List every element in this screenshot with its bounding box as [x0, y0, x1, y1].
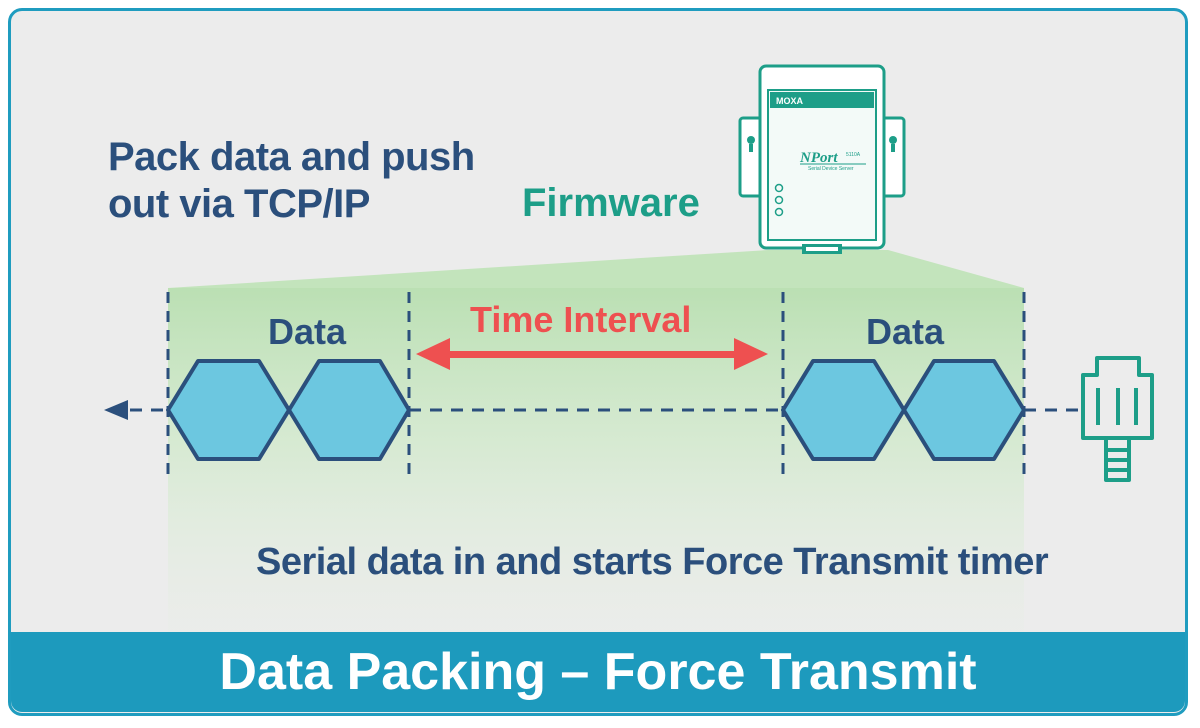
output-arrow-icon — [104, 400, 128, 420]
data-packet — [902, 359, 1026, 461]
device-model: NPort — [799, 150, 838, 166]
device-model-number: 5110A — [846, 152, 861, 158]
firmware-label: Firmware — [522, 181, 700, 225]
heading-text: Pack data and push out via TCP/IP — [108, 135, 475, 226]
firmware-projection — [168, 250, 1024, 288]
window-boundaries — [166, 292, 1026, 478]
caption-text: Serial data in and starts Force Transmit… — [256, 541, 1049, 583]
title-bar: Data Packing – Force Transmit — [11, 632, 1185, 712]
data-packet — [287, 359, 411, 461]
data-label-right: Data — [866, 311, 945, 352]
nport-device-icon: MOXA NPort 5110A Serial Device Server — [738, 64, 906, 254]
time-interval-arrow — [416, 338, 768, 370]
device-subtitle: Serial Device Server — [808, 166, 854, 172]
device-brand: MOXA — [776, 96, 804, 106]
serial-connector-icon — [1081, 356, 1154, 482]
diagram-title: Data Packing – Force Transmit — [219, 643, 977, 701]
processing-window — [168, 288, 1024, 633]
data-label-left: Data — [268, 311, 347, 352]
time-interval-label: Time Interval — [470, 299, 692, 340]
